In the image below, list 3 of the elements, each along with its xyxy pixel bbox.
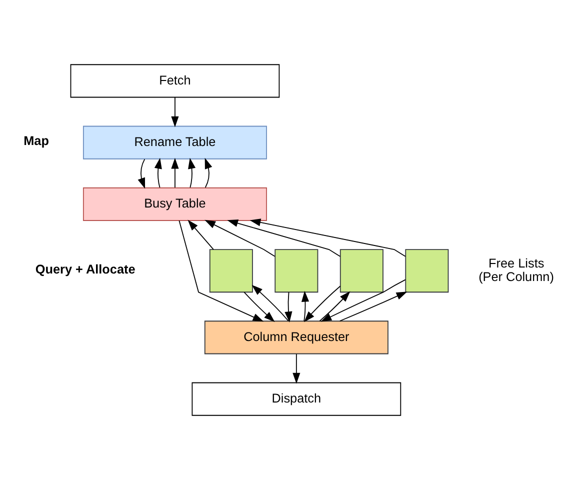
label: Map — [24, 134, 49, 148]
label: Free Lists (Per Column) — [478, 256, 554, 284]
label: Query + Allocate — [35, 262, 136, 276]
